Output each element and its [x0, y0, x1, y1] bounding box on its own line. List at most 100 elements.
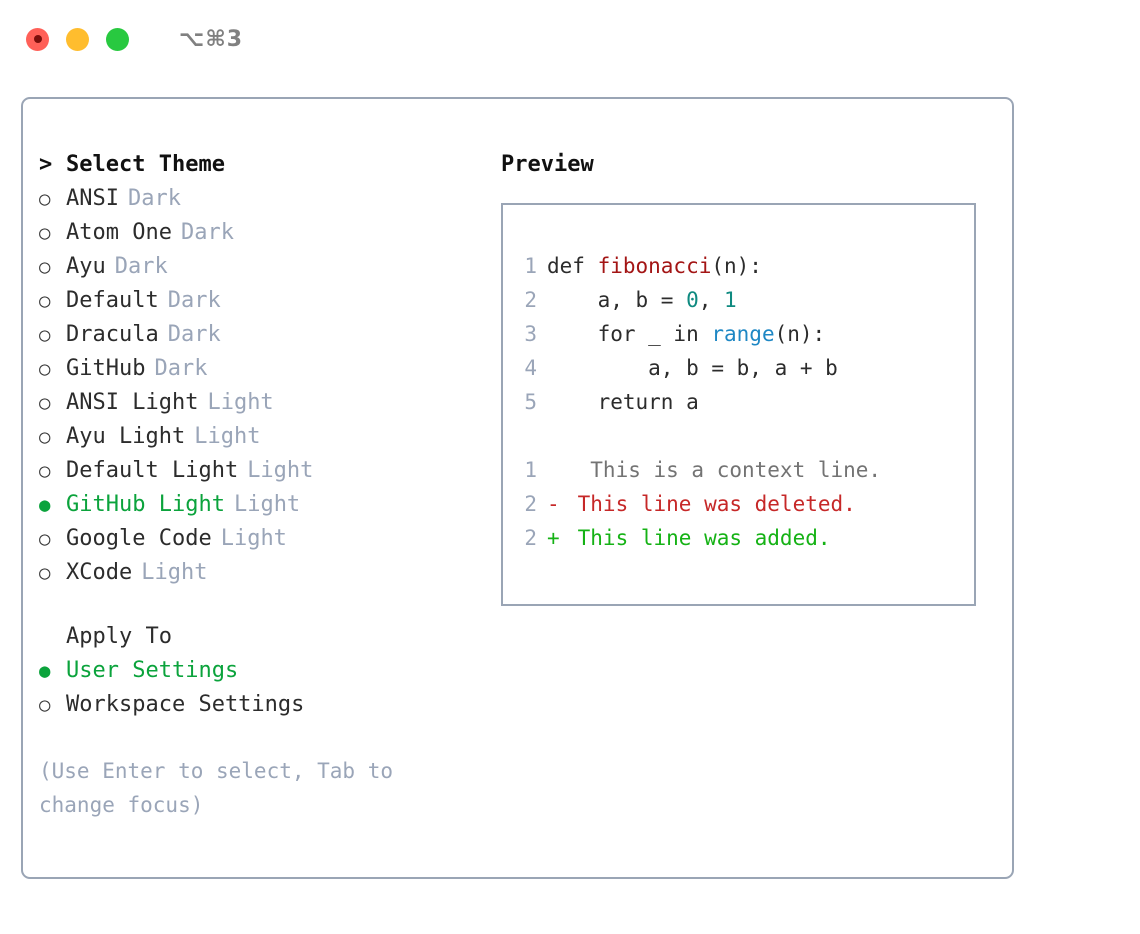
code-line: 1 def fibonacci(n):	[515, 249, 968, 283]
radio-unselected-icon: ○	[39, 358, 51, 380]
code-token: a, b =	[547, 288, 687, 312]
radio-unselected-icon: ○	[39, 256, 51, 278]
code-token: range	[711, 322, 775, 346]
code-token: for _ in	[547, 322, 712, 346]
theme-item-badge: Dark	[167, 288, 221, 313]
code-token: fibonacci	[597, 254, 712, 278]
select-theme-heading: > Select Theme	[39, 148, 489, 182]
theme-item-badge: Dark	[167, 322, 221, 347]
radio-unselected-icon: ○	[39, 694, 51, 716]
theme-item-label: Default	[66, 288, 159, 313]
apply-to-list-item[interactable]: ○ Workspace Settings	[39, 688, 489, 722]
theme-item-label: Default Light	[66, 458, 239, 483]
diff-line: 2- This line was deleted.	[515, 487, 968, 521]
diff-text: This line was added.	[565, 526, 831, 550]
diff-sign	[547, 453, 565, 487]
theme-item-badge: Dark	[127, 186, 181, 211]
theme-item-badge: Light	[194, 424, 261, 449]
code-line: 3 for _ in range(n):	[515, 317, 968, 351]
code-token: 0	[686, 288, 699, 312]
theme-list-item[interactable]: ○ Dracula Dark	[39, 318, 489, 352]
traffic-lights	[26, 27, 129, 51]
recording-dot-icon	[33, 35, 42, 43]
line-number: 1	[524, 254, 537, 278]
theme-list-item[interactable]: ○ ANSI Dark	[39, 182, 489, 216]
minimize-window-button[interactable]	[66, 27, 89, 51]
keyboard-hint-text: (Use Enter to select, Tab to change focu…	[39, 759, 394, 817]
line-number: 2	[524, 492, 537, 516]
theme-item-badge: Light	[233, 492, 301, 517]
theme-item-badge: Light	[220, 526, 287, 551]
theme-item-label: GitHub Light	[66, 492, 225, 517]
diff-text: This is a context line.	[565, 458, 882, 482]
line-number: 3	[524, 322, 537, 346]
radio-unselected-icon: ○	[39, 562, 51, 584]
theme-list-item[interactable]: ○ Atom One Dark	[39, 216, 489, 250]
theme-item-badge: Light	[207, 390, 274, 415]
theme-item-label: Dracula	[66, 322, 159, 347]
theme-item-label: Ayu Light	[66, 424, 186, 449]
diff-sample: 1 This is a context line.2- This line wa…	[515, 453, 968, 555]
line-number: 5	[524, 390, 537, 414]
diff-sign: -	[547, 492, 560, 516]
radio-unselected-icon: ○	[39, 324, 51, 346]
code-token: a, b = b, a + b	[547, 356, 838, 380]
theme-item-label: GitHub	[66, 356, 146, 381]
code-line: 2 a, b = 0, 1	[515, 283, 968, 317]
line-number: 4	[524, 356, 537, 380]
line-number: 1	[524, 458, 537, 482]
theme-item-label: ANSI	[66, 186, 119, 211]
radio-unselected-icon: ○	[39, 222, 51, 244]
radio-unselected-icon: ○	[39, 290, 51, 312]
radio-unselected-icon: ○	[39, 528, 51, 550]
spacer	[39, 590, 489, 620]
radio-unselected-icon: ○	[39, 188, 51, 210]
title-bar: ⌥⌘3	[0, 0, 1140, 78]
select-theme-heading-label: Select Theme	[66, 152, 225, 177]
radio-selected-icon: ●	[39, 660, 51, 682]
diff-line: 1 This is a context line.	[515, 453, 968, 487]
spacer	[515, 419, 968, 453]
apply-to-item-label: Workspace Settings	[66, 692, 305, 717]
line-number: 2	[524, 526, 537, 550]
apply-to-item-label: User Settings	[66, 658, 239, 683]
diff-sign: +	[547, 526, 560, 550]
theme-item-badge: Dark	[114, 254, 168, 279]
apply-to-heading: > Apply To	[39, 620, 489, 654]
apply-to-heading-label: Apply To	[66, 624, 172, 649]
apply-to-list: ● User Settings ○ Workspace Settings	[39, 654, 489, 722]
code-token: (n):	[711, 254, 762, 278]
close-window-button[interactable]	[26, 27, 49, 51]
theme-item-label: Atom One	[66, 220, 172, 245]
theme-item-label: Ayu	[66, 254, 106, 279]
code-token: (n):	[774, 322, 826, 346]
code-token: def	[547, 254, 598, 278]
radio-unselected-icon: ○	[39, 426, 51, 448]
theme-list-item[interactable]: ○ Ayu Light Light	[39, 420, 489, 454]
code-token: return a	[547, 390, 699, 414]
code-token: 1	[724, 288, 737, 312]
theme-list-item[interactable]: ○ Ayu Dark	[39, 250, 489, 284]
theme-item-badge: Light	[247, 458, 314, 483]
theme-item-badge: Dark	[180, 220, 234, 245]
window-title: ⌥⌘3	[179, 26, 244, 52]
maximize-window-button[interactable]	[106, 27, 129, 51]
code-line: 5 return a	[515, 385, 968, 419]
theme-list-item[interactable]: ● GitHub Light Light	[39, 488, 489, 522]
radio-selected-icon: ●	[39, 494, 51, 516]
apply-to-list-item[interactable]: ● User Settings	[39, 654, 489, 688]
preview-heading: Preview	[501, 152, 594, 177]
theme-list-item[interactable]: ○ Default Dark	[39, 284, 489, 318]
